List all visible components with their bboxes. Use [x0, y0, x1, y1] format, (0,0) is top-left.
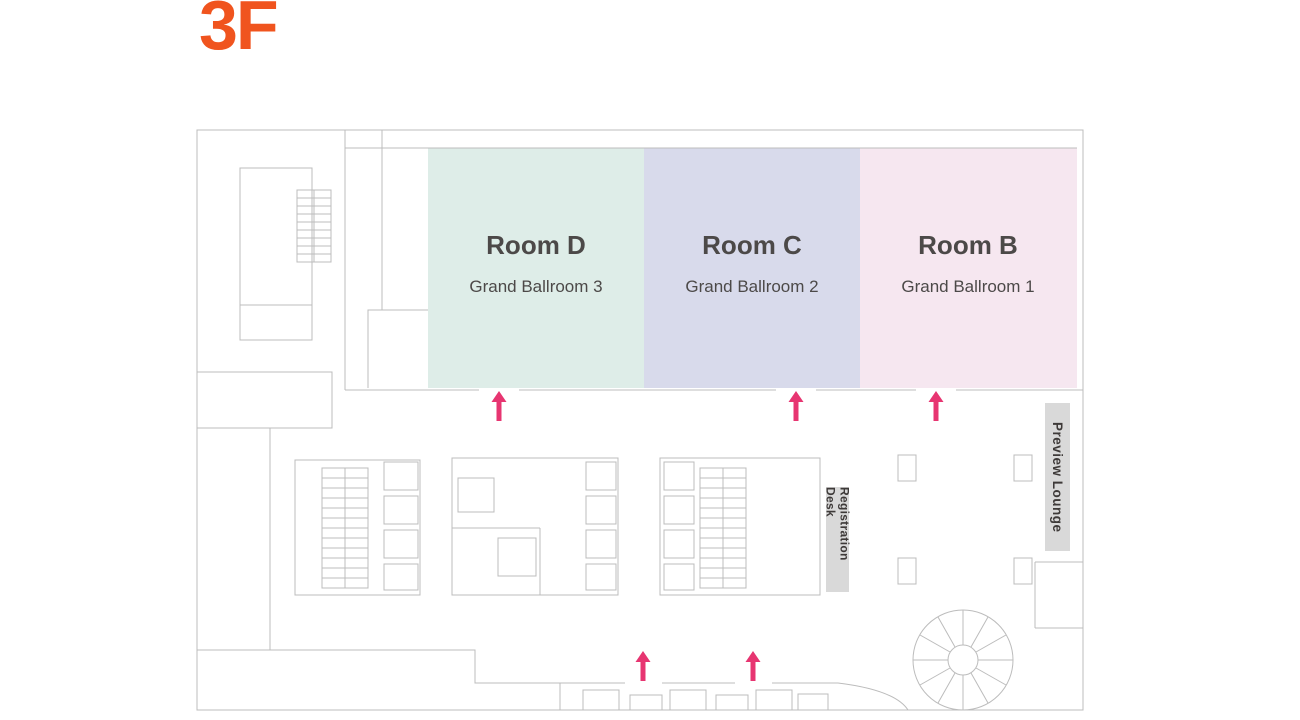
room-b-name: Room B: [918, 230, 1018, 260]
room-d-name: Room D: [486, 230, 586, 260]
block-c-walls: [659, 457, 821, 596]
room-c-area: [644, 148, 860, 388]
stairs-block-a: [321, 467, 369, 589]
floor-title: 3F: [199, 0, 279, 64]
room-b-subtitle: Grand Ballroom 1: [901, 277, 1035, 296]
room-b-area: [860, 148, 1077, 388]
room-d-label: Room D Grand Ballroom 3: [426, 230, 646, 297]
stairs-block-c: [699, 467, 747, 589]
room-d-entrance-arrow-icon: [491, 391, 507, 421]
stairs-top-left: [296, 189, 332, 263]
room-c-name: Room C: [702, 230, 802, 260]
room-c-entrance-arrow-icon: [788, 391, 804, 421]
room-c-subtitle: Grand Ballroom 2: [685, 277, 819, 296]
preview-lounge-label: Preview Lounge: [1045, 403, 1070, 551]
lobby-entrance-arrow-right-icon: [745, 651, 761, 681]
bottom-walls: [560, 682, 909, 711]
entrance-arrows: [491, 391, 944, 681]
registration-desk-label: Registration Desk: [824, 487, 852, 592]
room-b-entrance-arrow-icon: [928, 391, 944, 421]
room-areas: [428, 148, 1077, 388]
top-left-room: [239, 167, 313, 341]
room-c-label: Room C Grand Ballroom 2: [642, 230, 862, 297]
right-room-walls: [1034, 561, 1083, 629]
block-a-walls: [294, 459, 421, 596]
room-d-area: [428, 148, 644, 388]
pillars: [897, 454, 1033, 585]
lobby-entrance-arrow-left-icon: [635, 651, 651, 681]
spiral-staircase: [912, 609, 1014, 711]
room-d-subtitle: Grand Ballroom 3: [469, 277, 603, 296]
spiral-spokes: [913, 610, 1013, 710]
room-b-label: Room B Grand Ballroom 1: [858, 230, 1078, 297]
block-b-walls: [451, 457, 619, 596]
floorplan-lines: [196, 129, 1084, 711]
outer-boundary: [196, 129, 1084, 711]
bottom-tables: [582, 689, 829, 711]
left-wing-walls: [197, 371, 561, 710]
upper-walls: [344, 130, 1077, 390]
spiral-inner-circle: [947, 644, 979, 676]
